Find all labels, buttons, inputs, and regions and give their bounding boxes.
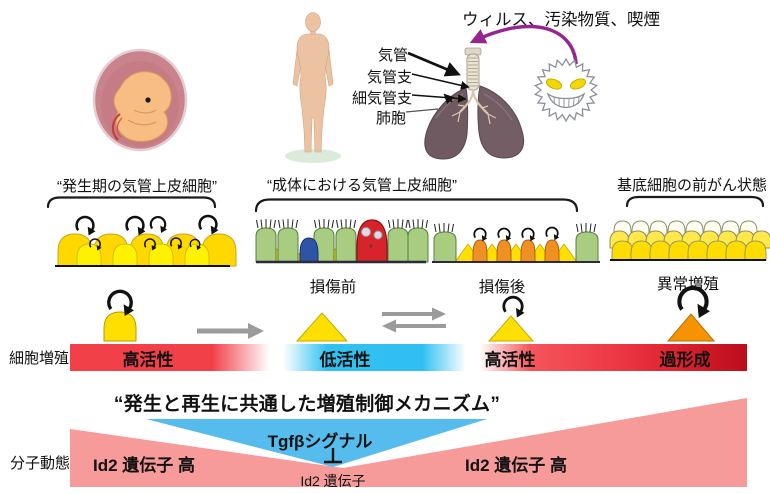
label-alveoli: 肺胞 (375, 110, 406, 127)
tgfb-signal-triangle (146, 419, 487, 467)
cells-after-injury (432, 222, 600, 263)
exposure-arrow-icon (469, 24, 578, 65)
virus-mouth (546, 92, 586, 109)
label-trachea: 気管 (377, 47, 408, 64)
section-braces (46, 195, 765, 213)
cells-abnormal-growth (609, 220, 770, 261)
header-adult: “成体における気管上皮細胞” (267, 177, 457, 194)
id2-gene-label: Id2 遺伝子 (300, 473, 366, 489)
header-development: “発生期の気管上皮細胞” (57, 178, 217, 195)
mechanism-title: “発生と再生に共通した増殖制御メカニズム” (113, 394, 501, 415)
label-after-injury: 損傷後 (478, 279, 526, 296)
tgfb-signal-label: Tgfβシグナル (267, 432, 373, 451)
molecular-shapes (70, 398, 747, 487)
label-bronchus: 気管支 (366, 69, 412, 86)
header-precancer: 基底細胞の前がん状態 (616, 177, 768, 194)
self-renewal-arrow-icon (545, 226, 561, 242)
goblet-cell (356, 219, 388, 263)
bar-label-hyperplasia: 過形成 (659, 350, 711, 369)
self-renewal-arrow-icon (473, 227, 489, 243)
embryo-eye (145, 97, 151, 103)
cells-before-injury (255, 218, 429, 264)
label-bronchiole: 細気管支 (351, 90, 412, 107)
transition-arrow-right-icon (197, 323, 264, 339)
self-renewal-arrow-icon (497, 227, 513, 243)
anatomy-pointer-lines (405, 51, 470, 113)
bar-label-high2: 高活性 (484, 350, 536, 369)
lungs-illustration (424, 47, 525, 160)
activated-cell-triangle (487, 315, 535, 342)
id2-high-left-label: Id2 遺伝子 高 (92, 456, 196, 475)
virus-icon (533, 57, 599, 123)
hyperplastic-cell-triangle (666, 313, 716, 342)
inhibition-icon (324, 448, 342, 464)
virus-eye-right (569, 78, 587, 90)
row-label-proliferation: 細胞増殖 (9, 350, 70, 367)
self-renewal-arrow-icon (679, 288, 710, 318)
activity-schematic-row (103, 288, 716, 342)
self-renewal-arrow-icon (502, 295, 526, 319)
label-before-injury: 損傷前 (309, 279, 357, 296)
exposure-label: ウィルス、汚染物質、喫煙 (462, 11, 660, 29)
self-renewal-arrow-icon (521, 227, 537, 243)
bar-label-high1: 高活性 (122, 350, 174, 369)
label-abnormal-growth: 異常増殖 (656, 276, 720, 293)
id2-expression-band (70, 398, 747, 487)
activity-gradient-bar: 高活性 低活性 高活性 過形成 (70, 344, 747, 371)
basal-cell-dome (103, 311, 137, 342)
virus-eye-left (545, 78, 563, 90)
embryo-illustration (92, 48, 188, 152)
bar-label-low: 低活性 (319, 350, 371, 369)
self-renewal-arrow-icon (75, 215, 97, 237)
quiescent-cell-triangle (295, 312, 349, 342)
cells-development (55, 214, 237, 267)
self-renewal-arrow-icon (198, 214, 220, 236)
self-renewal-arrow-icon (149, 216, 169, 235)
reversible-arrows-icon (382, 307, 446, 333)
secretory-cell (299, 237, 319, 263)
self-renewal-arrow-icon (125, 215, 147, 237)
id2-high-right-label: Id2 遺伝子 高 (464, 456, 568, 475)
human-body-illustration (285, 12, 341, 163)
row-label-molecular: 分子動態 (10, 455, 71, 472)
